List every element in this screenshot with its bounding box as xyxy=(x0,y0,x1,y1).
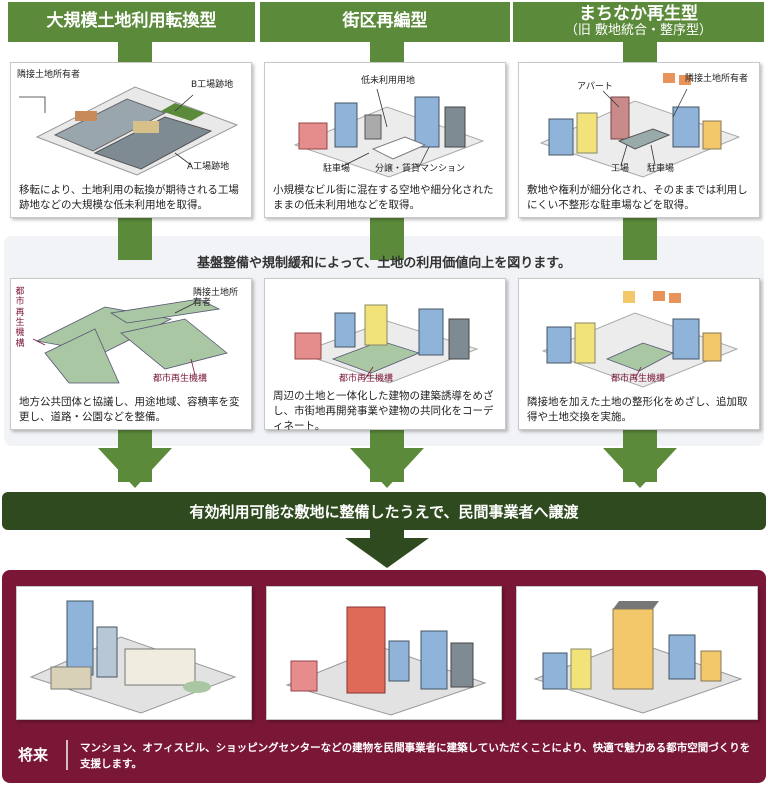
label-a-factory: A工場跡地 xyxy=(187,162,230,172)
card-future-3 xyxy=(516,586,758,720)
card-top-1: 隣接土地所有者 B工場跡地 A工場跡地 移転により、土地利用の転換が期待される工… xyxy=(10,62,252,218)
label-ur-vertical: 都市再生機構 xyxy=(15,287,25,349)
redevelopment-illustration xyxy=(294,304,479,384)
label-ur: 都市再生機構 xyxy=(611,374,666,384)
header-title: まちなか再生型 xyxy=(579,4,698,25)
card-top-2: 低未利用用地 駐車場 分譲・賃貸マンション 小規模なビル街に混在する空地や細分化… xyxy=(264,62,506,218)
header-column-3: まちなか再生型 （旧 敷地統合・整序型） xyxy=(513,2,764,42)
label-factory: 工場 xyxy=(611,164,630,174)
arrow-head-2 xyxy=(350,448,424,488)
card-caption: 周辺の土地と一体化した建物の建築誘導をめざし、市街地再開発事業や建物の共同化をコ… xyxy=(273,390,494,433)
land-consolidation-illustration xyxy=(541,291,739,388)
card-mid-3: 都市再生機構 隣接地を加えた土地の整形化をめざし、追加取得や土地交換を実施。 xyxy=(518,278,760,430)
future-mixed-use-illustration xyxy=(29,600,237,714)
header-column-1: 大規模土地利用転換型 xyxy=(8,2,255,42)
label-parking: 駐車場 xyxy=(323,164,351,174)
label-unused-land: 低未利用用地 xyxy=(361,76,416,86)
town-center-illustration xyxy=(539,73,741,178)
label-neighbor: 隣接土地所有者 xyxy=(193,288,239,308)
card-caption: 移転により、土地利用の転換が期待される工場跡地などの大規模な低未利用地を取得。 xyxy=(19,184,239,212)
future-label: 将来 xyxy=(18,746,49,764)
label-b-factory: B工場跡地 xyxy=(191,80,234,90)
future-residential-illustration xyxy=(533,601,743,714)
card-caption: 敷地や権利が細分化され、そのままでは利用しにくい不整形な駐車場などを取得。 xyxy=(527,184,748,212)
card-mid-2: 都市再生機構 周辺の土地と一体化した建物の建築誘導をめざし、市街地再開発事業や建… xyxy=(264,278,506,432)
label-apartment: アパート xyxy=(577,82,613,92)
card-caption: 隣接地を加えた土地の整形化をめざし、追加取得や土地交換を実施。 xyxy=(527,396,748,424)
arrow-head-1 xyxy=(98,448,172,488)
header-column-2: 街区再編型 xyxy=(260,2,510,42)
label-condo: 分譲・賃貸マンション xyxy=(375,164,466,174)
factory-site-illustration xyxy=(19,86,239,176)
label-neighbor: 隣接土地所有者 xyxy=(685,74,749,84)
card-caption: 地方公共団体と協議し、用途地域、容積率を変更し、道路・公園などを整備。 xyxy=(19,396,240,424)
city-block-illustration xyxy=(293,88,485,178)
land-readjustment-illustration xyxy=(32,298,228,384)
label-neighbor: 隣接土地所有者 xyxy=(17,70,81,80)
header-title: 大規模土地利用転換型 xyxy=(46,11,217,32)
label-parking: 駐車場 xyxy=(647,164,675,174)
card-caption: 小規模なビル街に混在する空地や細分化されたままの低未利用地などを取得。 xyxy=(273,184,494,212)
header-title: 街区再編型 xyxy=(342,11,428,32)
arrow-head-final xyxy=(345,538,429,568)
arrow-head-3 xyxy=(603,448,677,488)
card-future-2 xyxy=(266,586,502,720)
improvement-title: 基盤整備や規制緩和によって、土地の利用価値向上を図ります。 xyxy=(196,256,571,271)
transfer-banner: 有効利用可能な敷地に整備したうえで、民間事業者へ譲渡 xyxy=(2,492,766,530)
header-subtitle: （旧 敷地統合・整序型） xyxy=(564,23,713,39)
label-ur: 都市再生機構 xyxy=(153,374,208,384)
card-mid-1: 都市再生機構 隣接土地所有者 都市再生機構 地方公共団体と協議し、用途地域、容積… xyxy=(10,278,252,430)
future-description: マンション、オフィスビル、ショッピングセンターなどの建物を民間事業者に建築してい… xyxy=(80,742,751,770)
card-future-1 xyxy=(16,586,252,720)
card-top-3: アパート 隣接土地所有者 工場 駐車場 敷地や権利が細分化され、そのままでは利用… xyxy=(518,62,760,218)
future-divider xyxy=(66,740,68,770)
label-ur: 都市再生機構 xyxy=(339,374,394,384)
future-office-illustration xyxy=(285,606,487,716)
